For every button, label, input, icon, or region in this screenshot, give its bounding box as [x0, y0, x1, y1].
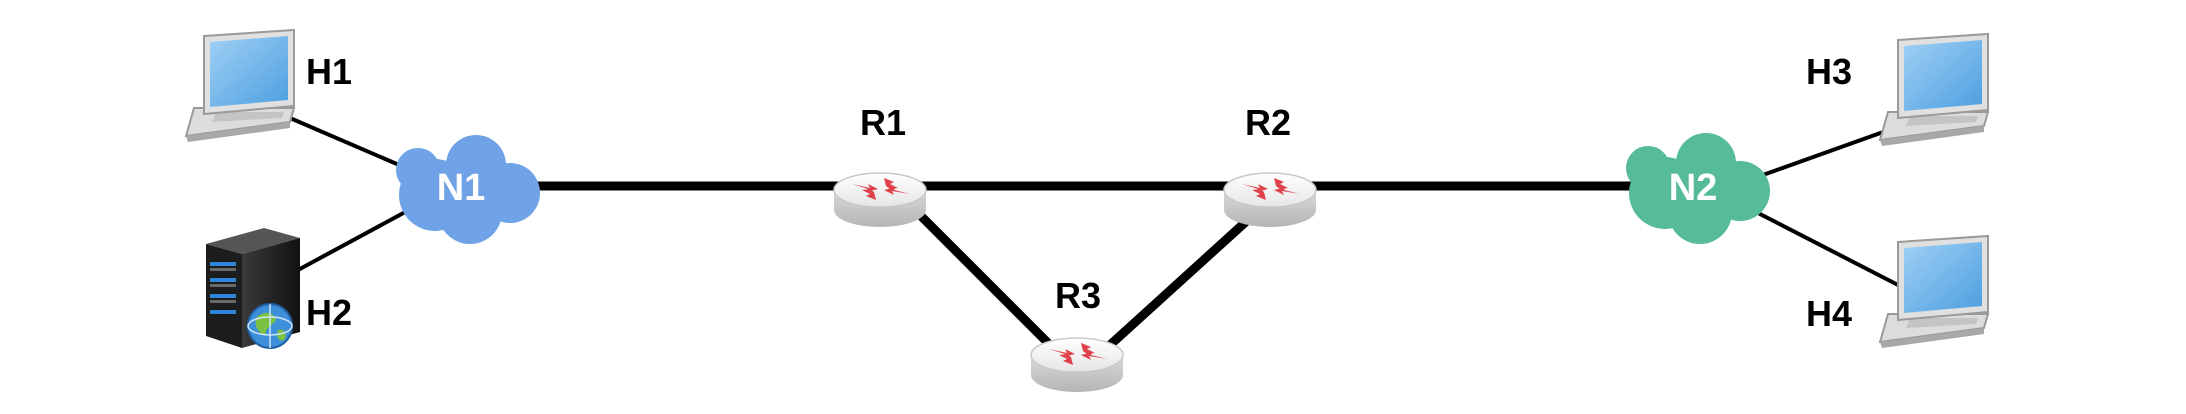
- host-H1: [184, 28, 296, 142]
- laptop-icon: [1878, 234, 1990, 348]
- router-icon: [1030, 337, 1124, 392]
- host-label-H2: H2: [306, 292, 352, 333]
- router-icon: [833, 172, 927, 227]
- link-N2-H3: [1758, 124, 1902, 178]
- laptop-icon: [184, 28, 296, 142]
- host-H4: [1878, 234, 1990, 348]
- links: [288, 116, 1902, 350]
- router-icon: [1223, 172, 1317, 227]
- router-R1: [833, 172, 927, 227]
- router-R2: [1223, 172, 1317, 227]
- router-label-R3: R3: [1055, 275, 1101, 316]
- link-N2-H4: [1758, 212, 1902, 288]
- host-H3: [1878, 32, 1990, 146]
- cloud-icon: [396, 135, 540, 244]
- cloud-icon: [1626, 133, 1770, 244]
- router-R3: [1030, 337, 1124, 392]
- link-R1-R3: [915, 210, 1055, 350]
- host-label-H4: H4: [1806, 293, 1852, 334]
- host-label-H1: H1: [306, 51, 352, 92]
- router-label-R2: R2: [1245, 102, 1291, 143]
- network-N1: N1: [396, 135, 540, 244]
- host-label-H3: H3: [1806, 51, 1852, 92]
- link-R3-R2: [1105, 213, 1255, 350]
- link-H2-N1: [296, 202, 422, 272]
- laptop-icon: [1878, 32, 1990, 146]
- router-label-R1: R1: [860, 102, 906, 143]
- network-label-N2: N2: [1669, 167, 1718, 209]
- globe-icon: [247, 303, 293, 349]
- network-label-N1: N1: [437, 167, 486, 209]
- host-H2: [206, 228, 300, 349]
- network-N2: N2: [1626, 133, 1770, 244]
